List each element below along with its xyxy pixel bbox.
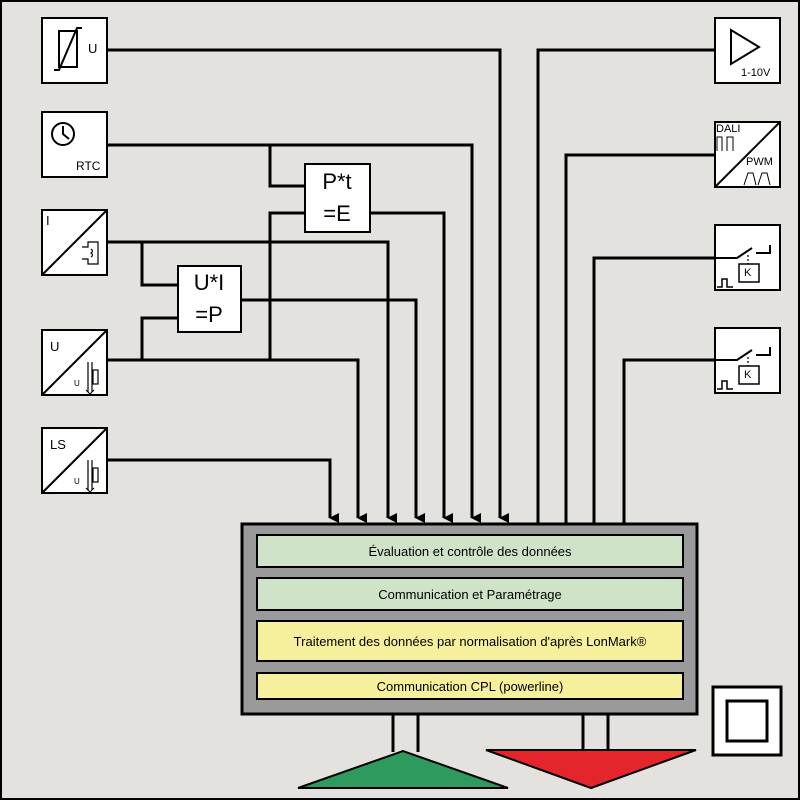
wire-relay1-out <box>592 256 715 524</box>
wire-voltage <box>107 358 367 523</box>
wire-relay2-out <box>622 358 715 524</box>
input-light-sensor <box>41 427 108 494</box>
layer-data-evaluation: Évaluation et contrôle des données <box>256 534 684 568</box>
energy-calc-line1: P*t <box>322 169 352 194</box>
wall-switch <box>711 685 783 757</box>
analog-label: 1-10V <box>741 67 771 79</box>
power-calc-line1: U*I <box>193 270 225 295</box>
input-rtc <box>41 111 108 178</box>
relay-2-label: K <box>744 369 752 381</box>
current-label: I <box>46 213 50 228</box>
output-relay-1 <box>714 224 781 291</box>
amplifier-icon <box>730 28 761 66</box>
wire-energy <box>370 211 453 523</box>
wire-power-to-energy <box>268 211 305 360</box>
input-thermistor <box>41 17 108 84</box>
output-relay-2 <box>714 327 781 394</box>
wire-power <box>241 298 425 523</box>
energy-calculator <box>304 163 371 233</box>
light-sensor-label: LS <box>50 437 66 452</box>
layer-powerline-communication: Communication CPL (powerline) <box>256 672 684 700</box>
layer-communication-config: Communication et Paramétrage <box>256 577 684 611</box>
wire-thermistor <box>107 48 509 523</box>
light-sensor-subscript: U <box>74 477 80 486</box>
bus-red <box>485 715 697 790</box>
thermistor-label: U <box>88 41 98 56</box>
wire-light-sensor <box>107 458 339 523</box>
signal-wires <box>107 48 715 524</box>
voltage-subscript: U <box>74 379 80 388</box>
wire-current-to-power <box>140 242 178 287</box>
wire-voltage-to-power <box>140 316 178 360</box>
voltage-label: U <box>50 339 60 354</box>
input-current <box>41 209 108 276</box>
output-dali-pwm <box>714 121 781 188</box>
clock-icon <box>51 122 75 146</box>
power-calc-line2: =P <box>195 302 223 327</box>
energy-calc-line2: =E <box>323 201 351 226</box>
input-voltage <box>41 329 108 396</box>
relay-1-label: K <box>744 267 752 279</box>
output-analog <box>714 17 781 84</box>
wire-current <box>107 240 397 523</box>
dali-label: DALI <box>716 123 741 135</box>
pwm-label: PWM <box>746 156 773 168</box>
rtc-label: RTC <box>76 159 101 173</box>
wire-rtc-to-energy <box>268 145 305 188</box>
power-calculator <box>177 265 242 333</box>
bus-green <box>297 715 509 789</box>
layer-lonmark-processing: Traitement des données par normalisation… <box>256 620 684 662</box>
wire-dali-out <box>564 153 715 524</box>
wire-rtc <box>107 143 481 523</box>
wire-analog-out <box>536 48 715 524</box>
